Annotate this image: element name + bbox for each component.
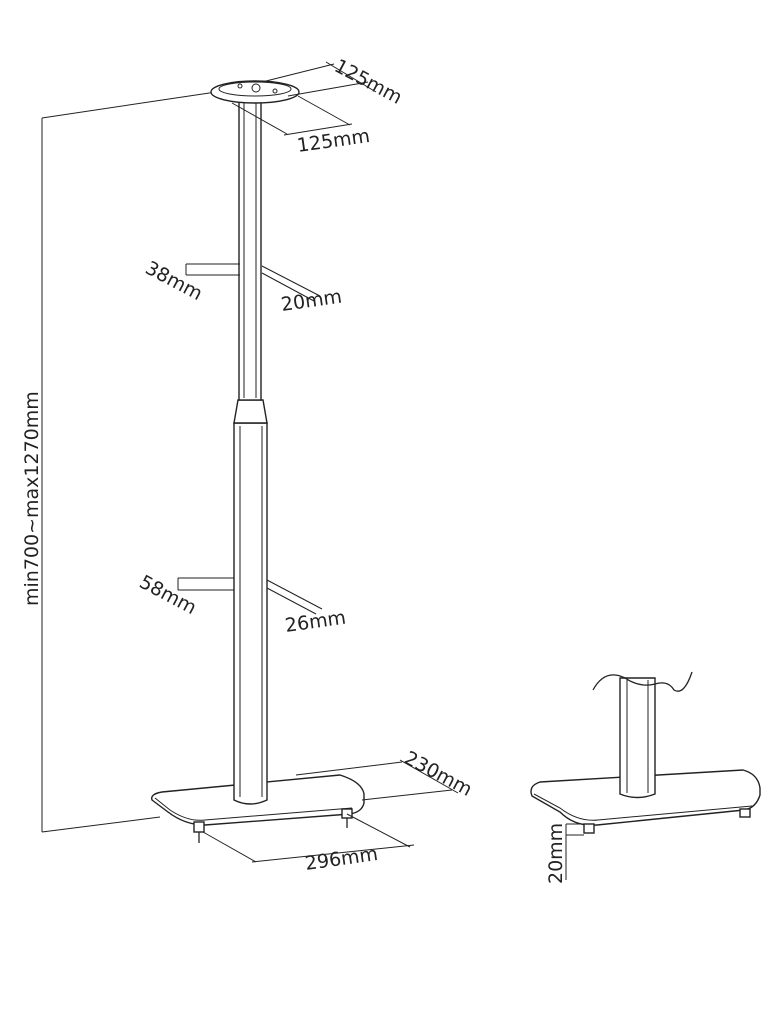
- base-foot-left: [193, 821, 205, 843]
- tube-collar: [233, 399, 268, 424]
- lower-tube-dimensions: [177, 577, 323, 615]
- height-dimension: [41, 91, 217, 833]
- foot-height-label: 20mm: [545, 823, 567, 884]
- lower-tube: [233, 422, 268, 805]
- top-plate: [210, 80, 300, 104]
- height-range-label: min700~max1270mm: [21, 391, 43, 606]
- base-detail-view: [530, 671, 761, 880]
- lower-tube-depth-label: 26mm: [284, 607, 348, 637]
- top-width-label: 125mm: [331, 55, 406, 109]
- base-dimensions: [202, 759, 459, 863]
- upper-tube-dimensions: [185, 263, 321, 302]
- base-depth-label: 230mm: [401, 747, 476, 801]
- top-plate-dimensions: [231, 61, 377, 136]
- top-depth-label: 125mm: [296, 125, 372, 157]
- main-stand: [41, 61, 459, 863]
- upper-tube-depth-label: 20mm: [280, 286, 344, 316]
- base-width-label: 296mm: [304, 843, 380, 875]
- base-foot-right: [341, 808, 353, 828]
- upper-tube: [238, 99, 262, 401]
